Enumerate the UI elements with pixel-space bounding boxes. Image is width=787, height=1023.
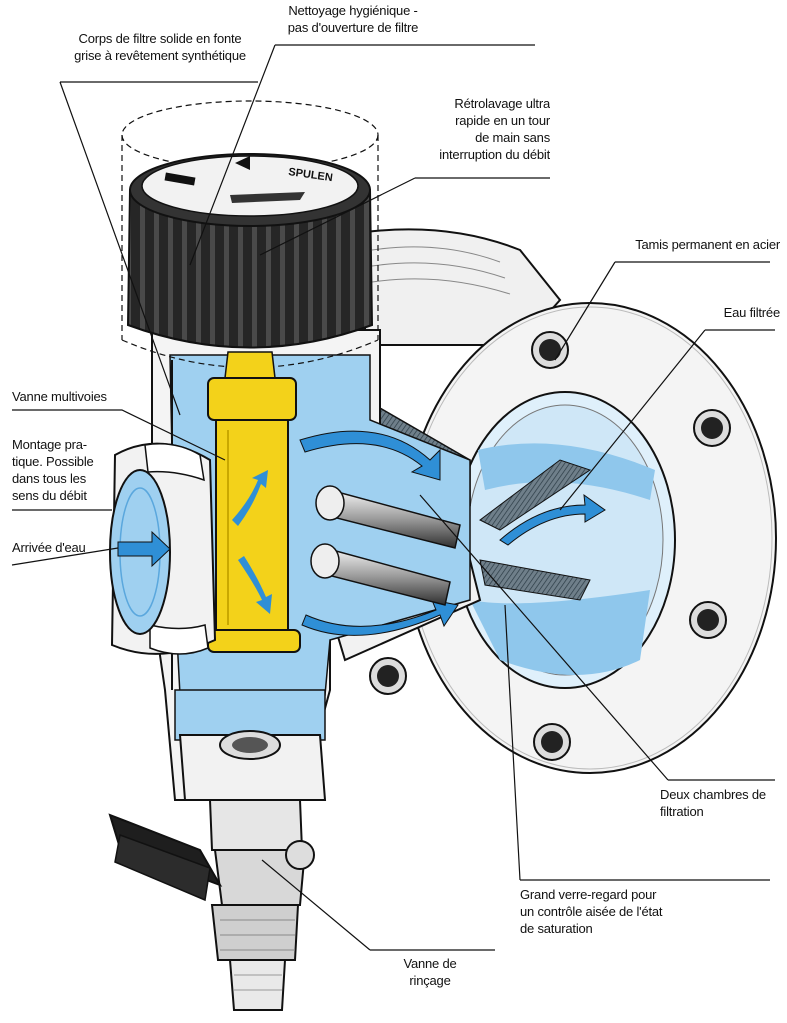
label-line: Arrivée d'eau <box>12 540 86 555</box>
bolt-icon <box>369 657 407 695</box>
bolt-icon <box>689 601 727 639</box>
inlet-arrow-icon <box>117 530 171 568</box>
label-line: Grand verre-regard pour <box>520 887 657 902</box>
inlet-union <box>109 442 217 655</box>
flow-arrow-icon <box>301 599 459 636</box>
flow-arrow-up-icon <box>232 470 268 526</box>
label-line: un contrôle aisée de l'état <box>520 904 663 919</box>
label-line: sens du débit <box>12 488 87 503</box>
label-line: Nettoyage hygiénique - <box>288 3 418 18</box>
filter-cartridge <box>207 351 301 653</box>
sight-glass <box>454 391 676 689</box>
label-line: grise à revêtement synthétique <box>74 48 246 63</box>
backwash-knob: SPULEN <box>126 153 374 349</box>
label-line: de saturation <box>520 921 593 936</box>
label-line: Vanne de <box>403 956 457 971</box>
label-line: rinçage <box>409 973 451 988</box>
label-grand-verre: Grand verre-regard pour un contrôle aisé… <box>520 886 740 937</box>
label-retrolavage: Rétrolavage ultra rapide en un tour de m… <box>400 95 550 163</box>
bolt-icon <box>531 331 569 369</box>
label-line: pas d'ouverture de filtre <box>287 20 419 35</box>
flow-arrow-down-icon <box>238 556 272 614</box>
label-montage: Montage pra- tique. Possible dans tous l… <box>12 436 122 504</box>
label-line: Rétrolavage ultra <box>454 96 550 111</box>
leader-lines <box>11 44 775 951</box>
label-tamis: Tamis permanent en acier <box>600 236 780 253</box>
flange-bolts <box>369 331 731 761</box>
flow-arrows <box>299 430 606 636</box>
label-line: de main sans <box>475 130 550 145</box>
flow-arrow-icon <box>299 430 441 481</box>
label-line: filtration <box>660 804 704 819</box>
label-line: Corps de filtre solide en fonte <box>78 31 242 46</box>
label-vanne-rincage: Vanne de rinçage <box>375 955 485 989</box>
arrow-icon <box>235 156 250 170</box>
flow-arrow-icon <box>499 493 606 546</box>
label-line: interruption du débit <box>439 147 550 162</box>
label-line: Vanne multivoies <box>12 389 107 404</box>
label-line: rapide en un tour <box>455 113 550 128</box>
label-line: Eau filtrée <box>723 305 780 320</box>
label-line: tique. Possible <box>12 454 94 469</box>
label-deux-chambres: Deux chambres de filtration <box>660 786 785 820</box>
label-line: dans tous les <box>12 471 87 486</box>
filter-housing-rear <box>364 228 562 346</box>
label-vanne-multivoies: Vanne multivoies <box>12 388 152 405</box>
label-line: Montage pra- <box>12 437 87 452</box>
label-line: Deux chambres de <box>660 787 766 802</box>
valve-rods <box>310 485 461 606</box>
bolt-icon <box>533 723 571 761</box>
label-nettoyage: Nettoyage hygiénique - pas d'ouverture d… <box>258 2 448 36</box>
label-arrivee: Arrivée d'eau <box>12 539 122 556</box>
label-corps: Corps de filtre solide en fonte grise à … <box>40 30 280 64</box>
rinse-valve <box>108 799 315 1011</box>
label-line: Tamis permanent en acier <box>635 237 780 252</box>
bolt-icon <box>693 409 731 447</box>
label-eau-filtree: Eau filtrée <box>680 304 780 321</box>
